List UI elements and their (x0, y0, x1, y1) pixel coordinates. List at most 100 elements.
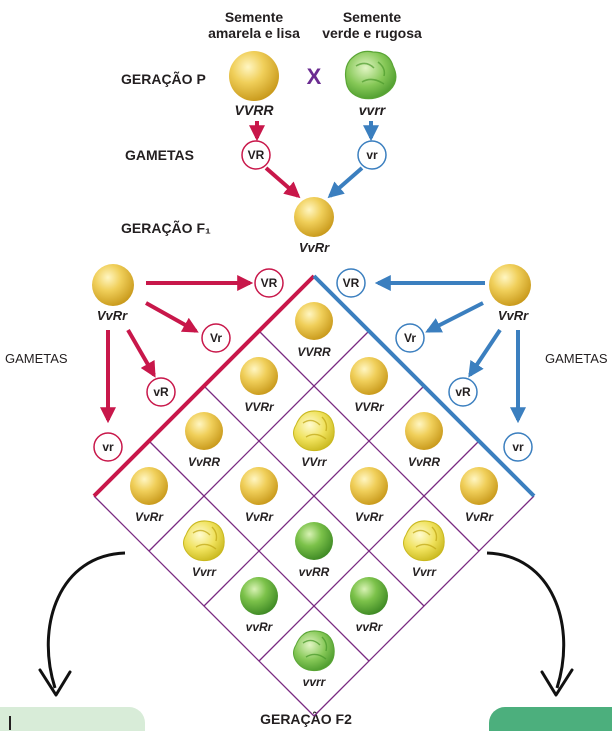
right-result-box (489, 707, 612, 731)
cell-genotype: VvRr (135, 510, 164, 524)
yellow-smooth-seed-icon (240, 357, 278, 395)
gametas-label: GAMETAS (125, 147, 194, 163)
punnett-cell: VvRR (405, 412, 443, 469)
cell-genotype: Vvrr (192, 565, 217, 579)
svg-text:vr: vr (366, 148, 378, 162)
punnett-cell: VvRR (185, 412, 223, 469)
punnett-cell: Vvrr (403, 520, 445, 579)
yellow-smooth-seed-icon (405, 412, 443, 450)
yellow-smooth-seed-icon (295, 302, 333, 340)
geracao-p-label: GERAÇÃO P (121, 70, 206, 87)
svg-text:vr: vr (102, 440, 114, 454)
gamete-right-Vr: Vr (395, 323, 425, 353)
cell-genotype: VVRR (297, 345, 331, 359)
punnett-cell: vvRr (240, 577, 278, 634)
punnett-cell: VVRr (350, 357, 388, 414)
punnett-cell: VVRR (295, 302, 333, 359)
cell-genotype: Vvrr (412, 565, 437, 579)
yellow-wrinkled-seed-icon (293, 410, 335, 452)
cell-genotype: VVrr (301, 455, 327, 469)
left-result-box (0, 707, 145, 731)
green-smooth-seed-icon (240, 577, 278, 615)
cell-genotype: VvRR (188, 455, 220, 469)
gametes-right: VR Vr vR vr (336, 268, 533, 462)
grid-edge-blue (312, 274, 536, 498)
yellow-smooth-seed-icon (460, 467, 498, 505)
cell-genotype: VvRr (355, 510, 384, 524)
gametes-left: VR Vr vR vr (93, 268, 284, 462)
yellow-smooth-seed-icon (350, 357, 388, 395)
yellow-smooth-seed-icon (489, 264, 531, 306)
curved-arrow-icon (486, 551, 574, 697)
punnett-cell: vvrr (293, 630, 335, 689)
grid-line (203, 385, 425, 607)
grid-edge-red (92, 274, 316, 498)
punnett-cell: VvRr (350, 467, 388, 524)
gamete-right-vr: vr (503, 432, 533, 462)
geracao-f2-label: GERAÇÃO F2 (260, 710, 352, 727)
punnett-cell: Vvrr (183, 520, 225, 579)
yellow-smooth-seed-icon (185, 412, 223, 450)
cell-genotype: VVRr (354, 400, 385, 414)
seed-texture (412, 526, 438, 550)
f1-left-parent-genotype: VvRr (97, 308, 128, 323)
svg-text:Vr: Vr (210, 331, 222, 345)
seed-texture (302, 636, 328, 660)
cross-symbol: X (307, 64, 322, 89)
right-parent-genotype: vvrr (359, 102, 387, 118)
svg-text:VR: VR (261, 276, 278, 290)
gamete-left-vr: vr (93, 432, 123, 462)
curved-arrow-icon (38, 551, 126, 697)
cell-genotype: VVRr (244, 400, 275, 414)
seed-texture (302, 416, 328, 440)
yellow-smooth-seed-icon (240, 467, 278, 505)
seed-texture (192, 526, 218, 550)
cell-genotype: VvRR (408, 455, 440, 469)
cell-genotype: VvRr (465, 510, 494, 524)
svg-text:vr: vr (512, 440, 524, 454)
svg-text:vR: vR (455, 385, 471, 399)
punnett-cell: vvRr (350, 577, 388, 634)
left-parent-caption-1: Semente (225, 9, 284, 25)
gamete-right-VR: VR (336, 268, 366, 298)
punnett-cell: vvRR (295, 522, 333, 579)
yellow-smooth-seed-icon (229, 51, 279, 101)
cell-genotype: vvRr (356, 620, 384, 634)
parent-gamete-right: vr (357, 140, 387, 170)
punnett-cell: VvRr (460, 467, 498, 524)
yellow-smooth-seed-icon (294, 197, 334, 237)
yellow-smooth-seed-icon (350, 467, 388, 505)
punnett-cell: VvRr (240, 467, 278, 524)
green-smooth-seed-icon (295, 522, 333, 560)
f1-right-parent-genotype: VvRr (498, 308, 529, 323)
gamete-left-VR: VR (254, 268, 284, 298)
yellow-wrinkled-seed-icon (183, 520, 225, 562)
svg-text:Vr: Vr (404, 331, 416, 345)
green-wrinkled-seed-icon (293, 630, 335, 672)
parent-gamete-left: VR (241, 140, 271, 170)
cell-genotype: vvrr (303, 675, 327, 689)
yellow-wrinkled-seed-icon (403, 520, 445, 562)
side-gametas-right: GAMETAS (545, 351, 608, 366)
right-parent-caption-1: Semente (343, 9, 402, 25)
green-wrinkled-seed-icon (344, 50, 397, 100)
left-parent-caption-2: amarela e lisa (208, 25, 300, 41)
side-gametas-left: GAMETAS (5, 351, 68, 366)
grid-line (258, 440, 480, 662)
svg-text:vR: vR (153, 385, 169, 399)
gamete-left-Vr: Vr (201, 323, 231, 353)
f1-genotype: VvRr (299, 240, 330, 255)
cell-genotype: vvRr (246, 620, 274, 634)
punnett-cell: VVrr (293, 410, 335, 469)
punnett-grid (93, 330, 535, 717)
yellow-smooth-seed-icon (130, 467, 168, 505)
yellow-smooth-seed-icon (92, 264, 134, 306)
grid-line (148, 440, 370, 662)
left-parent-genotype: VVRR (235, 102, 275, 118)
grid-line (313, 495, 535, 717)
right-parent-caption-2: verde e rugosa (322, 25, 422, 41)
geracao-f1-label: GERAÇÃO F₁ (121, 219, 211, 236)
gamete-right-vR: vR (448, 377, 478, 407)
